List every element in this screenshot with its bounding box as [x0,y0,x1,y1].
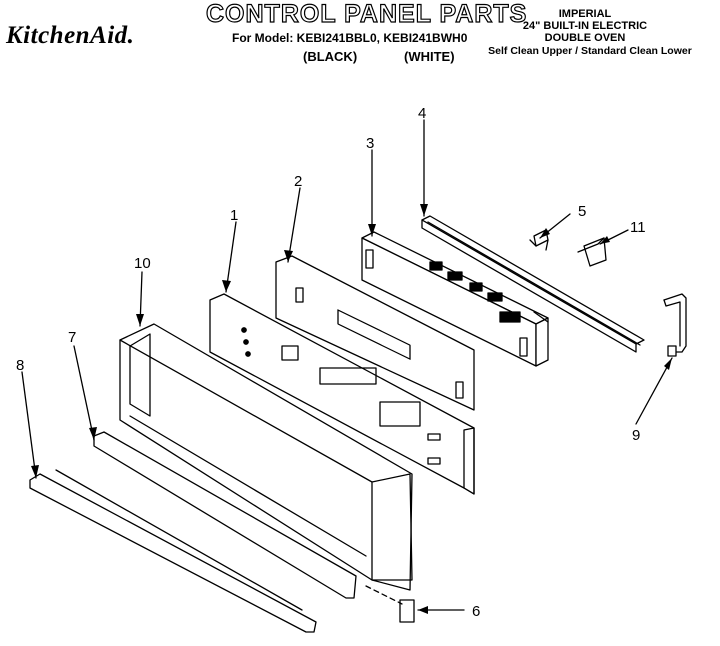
callout-11: 11 [630,219,646,236]
part-3-control-housing [361,231,549,367]
part-6-clip [365,585,415,623]
callout-arrowheads [31,204,672,614]
series-label: IMPERIAL [558,8,612,20]
callout-3: 3 [366,135,374,152]
callout-numbers: 1 2 3 4 5 6 7 8 9 10 11 [16,105,646,620]
oven-type-label: DOUBLE OVEN [544,32,626,44]
part-10-frame [119,323,413,591]
callout-9: 9 [632,427,640,444]
callout-7: 7 [68,329,76,346]
white-label: (WHITE) [404,49,455,64]
black-label: (BLACK) [303,49,358,64]
brand-logo: KitchenAid. [6,22,135,49]
callout-10: 10 [134,255,151,272]
part-11-bracket [577,237,607,267]
callout-8: 8 [16,357,24,374]
part-1-faceplate [209,293,475,495]
product-type-label: 24" BUILT-IN ELECTRIC [522,20,648,32]
callout-1: 1 [230,207,238,224]
part-7-trim [93,431,357,599]
part-9-side-bracket [663,293,687,357]
callout-2: 2 [294,173,302,190]
clean-type-label: Self Clean Upper / Standard Clean Lower [488,45,692,57]
callout-6: 6 [472,603,480,620]
model-line: For Model: KEBI241BBL0, KEBI241BWH0 [232,31,468,45]
part-8-trim [29,469,317,633]
callout-leaders [21,119,673,611]
callout-4: 4 [418,105,426,122]
part-4-trim-strip [421,215,645,353]
callout-5: 5 [578,203,586,220]
page-title: CONTROL PANEL PARTS [205,0,528,29]
